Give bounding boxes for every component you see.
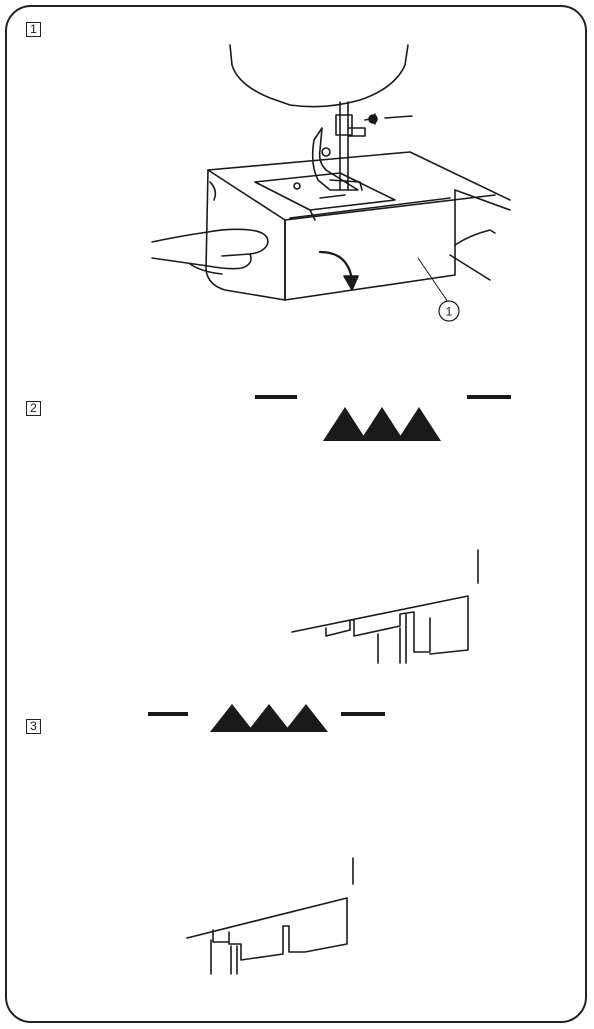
step-number-1: 1 [26,22,41,37]
cross-section-icon [186,857,354,975]
triangle-row-icon [255,395,511,441]
triangle-row-icon [148,704,385,732]
dash-bar-icon [467,395,511,399]
sewing-machine-icon [205,44,511,303]
dash-bar-icon [148,712,188,716]
step-number-3: 3 [26,719,41,734]
dash-bar-icon [255,395,297,399]
dash-bar-icon [341,712,385,716]
page-frame [5,5,587,1023]
cross-section-icon [291,549,479,664]
svg-text:1: 1 [446,305,453,319]
step-number-2: 2 [26,401,41,416]
hand-icon [151,228,269,275]
callout-marker-1: 1 [438,300,460,322]
